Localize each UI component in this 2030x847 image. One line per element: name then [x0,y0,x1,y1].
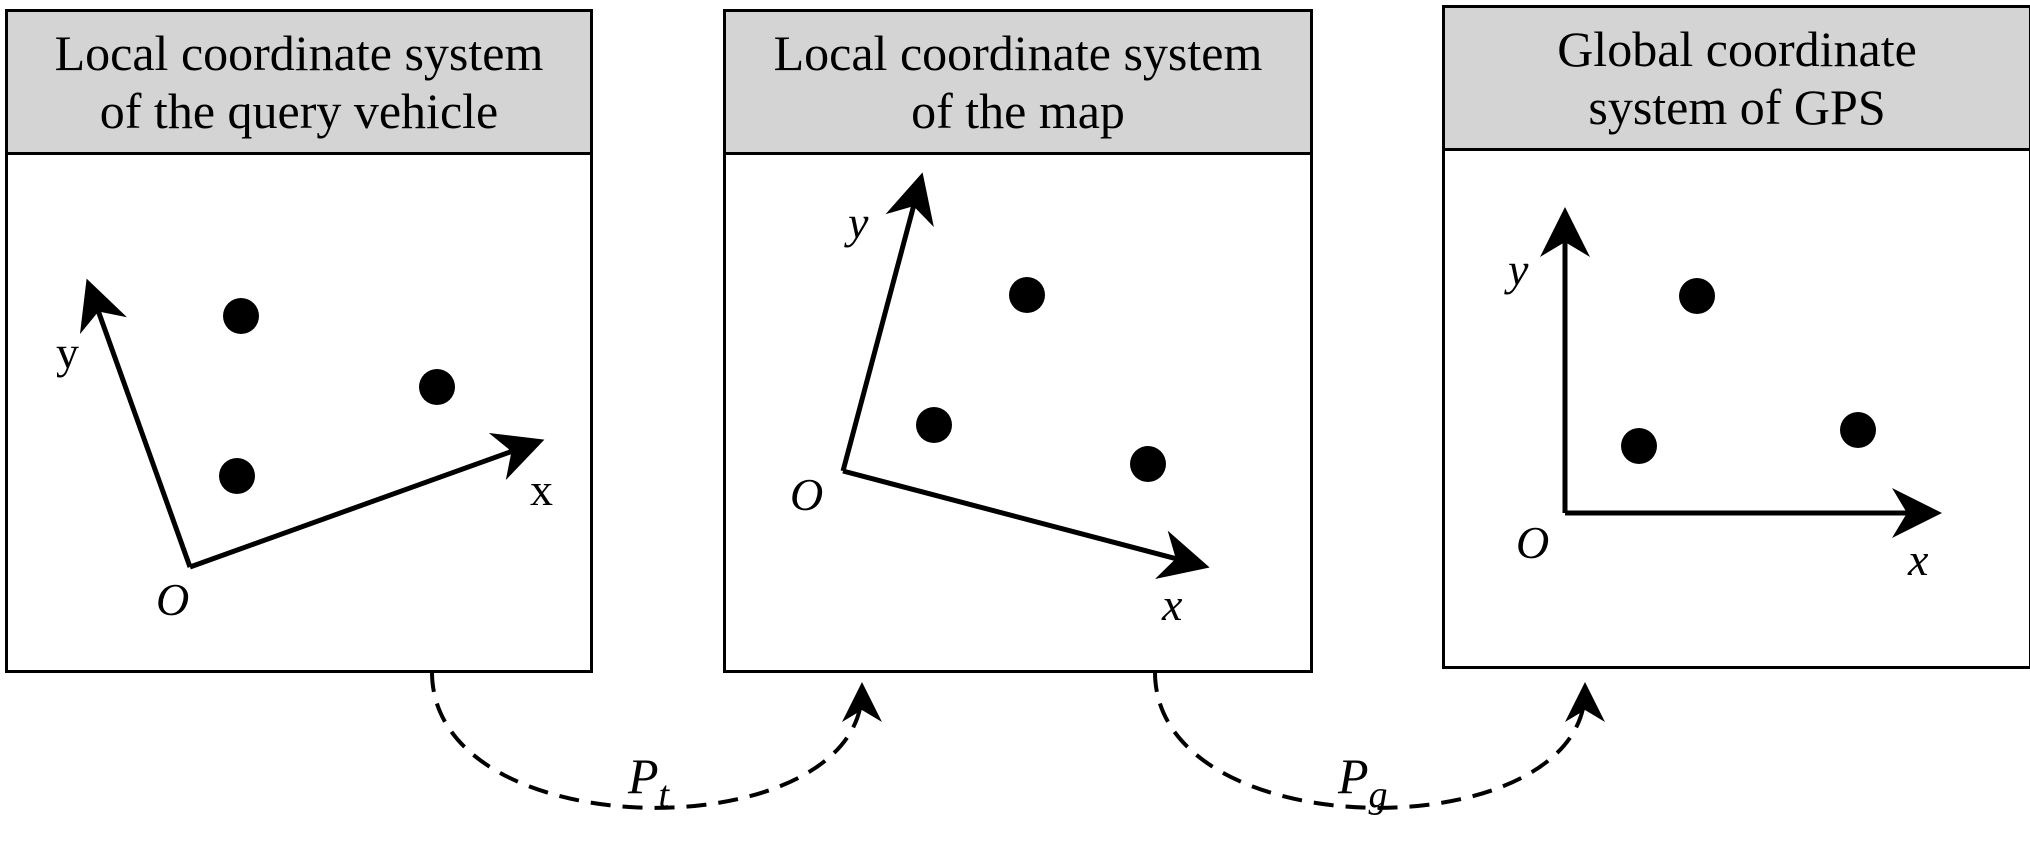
point-marker [419,369,455,405]
x-axis-label: x [1907,534,1929,585]
panel-title: Local coordinate system of the map [726,12,1310,155]
transform-label-pg: Pg [1337,748,1388,816]
panel-query-vehicle: Local coordinate system of the query veh… [5,9,593,673]
origin-label: O [1516,517,1549,568]
point-marker [1679,278,1715,314]
transform-subscript: g [1369,774,1388,816]
panel-title-line1: Global coordinate [1557,21,1917,77]
point-marker [1840,412,1876,448]
panel-title-line2: of the query vehicle [99,83,499,139]
panel-title-line2: system of GPS [1588,79,1886,135]
x-axis [842,468,1210,579]
x-axis-label: x [530,464,553,515]
x-axis-label: x [1161,579,1183,630]
panel-title-line1: Local coordinate system [54,25,544,81]
point-marker [1621,428,1657,464]
point-marker [223,298,259,334]
transform-symbol: P [627,748,659,804]
y-axis-label: y [1504,244,1529,295]
axes-map: y x O [790,172,1210,630]
axes-query-vehicle: y x O [56,278,553,625]
transform-subscript: t [659,774,671,816]
point-marker [219,458,255,494]
transform-arc-pg [1153,671,1605,810]
y-axis-label: y [56,327,79,378]
panel-map: Local coordinate system of the map [723,9,1313,673]
x-axis [189,433,545,570]
y-axis-label: y [844,197,869,248]
panel-title-line2: of the map [911,83,1125,139]
point-marker [1130,446,1166,482]
panel-title: Global coordinate system of GPS [1445,8,2029,151]
point-marker [916,407,952,443]
origin-label: O [790,469,823,520]
y-axis [79,278,193,568]
axes-gps: y x O [1504,207,1942,585]
transform-arc-pt [430,671,882,810]
panel-title-line1: Local coordinate system [773,25,1263,81]
point-marker [1009,277,1045,313]
origin-label: O [156,574,189,625]
panel-title: Local coordinate system of the query veh… [8,12,590,155]
transform-symbol: P [1337,748,1369,804]
y-axis [840,172,934,472]
panel-gps: Global coordinate system of GPS [1442,5,2030,669]
transform-label-pt: Pt [627,748,671,816]
